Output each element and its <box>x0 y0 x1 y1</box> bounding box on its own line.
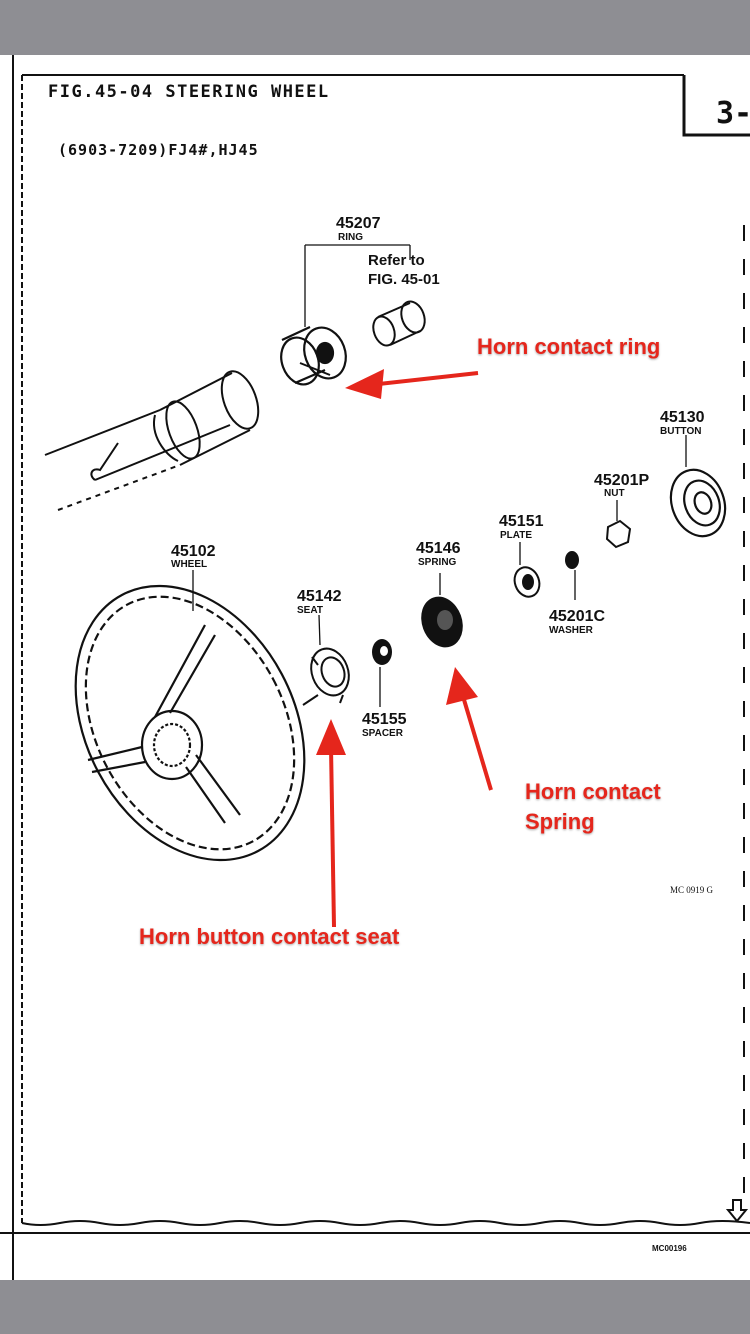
footer-code: MC00196 <box>652 1244 687 1253</box>
ring-leader-line <box>304 244 411 327</box>
part-label-nut: 45201P NUT <box>594 472 649 499</box>
horn-button-contact-seat-annotation: Horn button contact seat <box>139 924 400 949</box>
down-arrow-icon[interactable] <box>725 1198 749 1224</box>
horn-button-contact-seat-part <box>302 647 350 706</box>
part-label-spring: 45146 SPRING <box>416 540 461 568</box>
arrow-spring-shaft <box>460 692 493 791</box>
part-name: SPRING <box>418 557 457 568</box>
part-label-wheel: 45102 WHEEL <box>171 543 216 570</box>
arrow-seat-shaft <box>329 746 336 928</box>
part-number: 45142 <box>297 588 342 605</box>
part-number: 45151 <box>499 513 544 530</box>
arrow-spring-head <box>446 667 478 705</box>
part-number: 45201C <box>549 608 605 625</box>
part-label-washer: 45201C WASHER <box>549 608 605 636</box>
annotation-arrows <box>316 369 493 928</box>
part-name: BUTTON <box>660 426 701 437</box>
spacer-part <box>372 639 392 665</box>
part-label-spacer: 45155 SPACER <box>362 711 407 739</box>
figure-title: FIG.45-04 STEERING WHEEL <box>48 82 330 102</box>
part-name: SEAT <box>297 605 323 616</box>
washer-part <box>565 551 579 569</box>
part-number: 45201P <box>594 472 649 489</box>
part-name: RING <box>338 232 363 243</box>
part-number: 45207 <box>336 215 381 232</box>
part-label-plate: 45151 PLATE <box>499 513 544 541</box>
part-number: 45130 <box>660 409 705 426</box>
page-tab-box <box>682 75 750 137</box>
plate-part <box>513 566 541 598</box>
part-label-seat: 45142 SEAT <box>297 588 342 616</box>
part-number: 45146 <box>416 540 461 557</box>
reference-bushing-part <box>372 300 426 347</box>
horn-contact-spring-annotation-line1: Horn contact <box>525 779 661 804</box>
part-label-button: 45130 BUTTON <box>660 409 705 437</box>
part-name: NUT <box>604 488 625 499</box>
part-label-ring: 45207 RING <box>336 215 381 243</box>
seat-leader-line <box>318 614 321 646</box>
horn-button-part <box>669 468 727 538</box>
part-number: 45102 <box>171 543 216 560</box>
part-name: SPACER <box>362 728 404 739</box>
arrow-ring-shaft <box>369 371 479 387</box>
reference-line-1: Refer to <box>368 252 425 269</box>
arrow-ring-head <box>345 369 384 399</box>
steering-wheel-part <box>74 584 306 862</box>
diagram-code: MC 0919 G <box>670 885 714 895</box>
horn-contact-ring-part <box>280 326 347 386</box>
reference-line-2: FIG. 45-01 <box>368 271 440 288</box>
part-name: WASHER <box>549 625 594 636</box>
horn-contact-spring-annotation-line2: Spring <box>525 809 595 834</box>
horn-contact-ring-annotation: Horn contact ring <box>477 334 661 359</box>
nut-part <box>605 519 632 549</box>
part-number: 45155 <box>362 711 407 728</box>
model-range: (6903-7209)FJ4#,HJ45 <box>58 141 259 159</box>
part-name: PLATE <box>500 530 532 541</box>
part-name: WHEEL <box>171 559 207 570</box>
steering-wheel-exploded-diagram: 3- FIG.45-04 STEERING WHEEL (6903-7209)F… <box>0 55 750 1280</box>
parts-catalog-page: 3- FIG.45-04 STEERING WHEEL (6903-7209)F… <box>0 55 750 1280</box>
horn-contact-spring-part <box>421 596 463 648</box>
arrow-seat-head <box>316 719 346 755</box>
bottom-border <box>21 1220 750 1226</box>
steering-column <box>44 362 331 511</box>
page-tab: 3- <box>716 96 750 131</box>
